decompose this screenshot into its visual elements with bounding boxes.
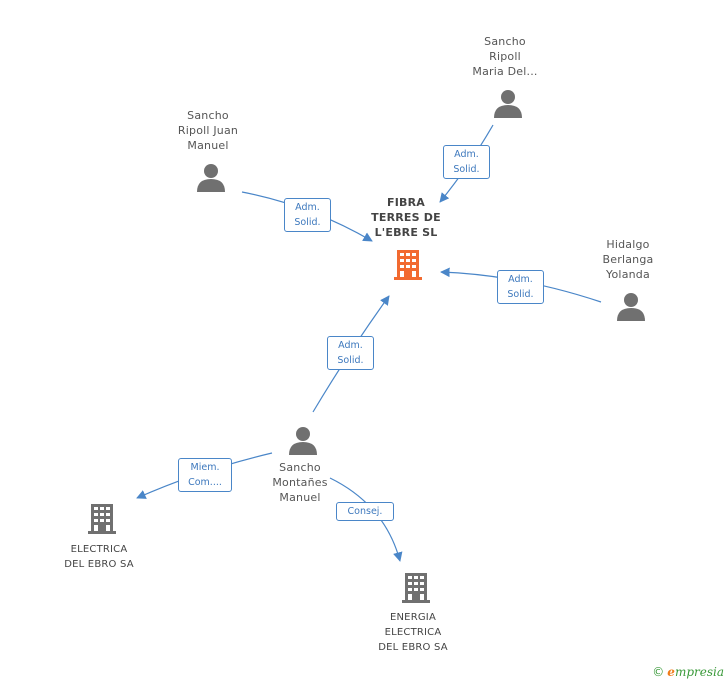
relation-tag-energia[interactable]: Consej. xyxy=(336,502,394,521)
person-icon[interactable] xyxy=(196,162,226,192)
person-icon[interactable] xyxy=(616,291,646,321)
person-name-line: Ripoll xyxy=(489,50,521,63)
brand-initial: e xyxy=(667,665,675,679)
person-label-juan[interactable]: Sancho Ripoll Juan Manuel xyxy=(158,108,258,153)
person-name-line: Ripoll Juan xyxy=(177,124,239,137)
relation-text: Miem. xyxy=(190,462,220,473)
company-label-energia[interactable]: ENERGIA ELECTRICA DEL EBRO SA xyxy=(363,610,463,655)
relation-text: Com.... xyxy=(188,477,222,488)
relation-tag-montanes[interactable]: Adm. Solid. xyxy=(327,336,374,370)
person-name-line: Sancho xyxy=(484,35,526,48)
relation-text: Solid. xyxy=(294,217,321,228)
focus-company-name[interactable]: FIBRA TERRES DE L'EBRE SL xyxy=(358,195,454,240)
brand-footer[interactable]: ©empresia xyxy=(652,665,724,679)
person-label-maria[interactable]: Sancho Ripoll Maria Del... xyxy=(455,34,555,79)
company-name-line: ENERGIA xyxy=(389,612,436,623)
relation-text: Adm. xyxy=(295,202,320,213)
person-name-line: Maria Del... xyxy=(472,65,538,78)
relation-tag-maria[interactable]: Adm. Solid. xyxy=(443,145,490,179)
relation-text: Solid. xyxy=(507,289,534,300)
relation-text: Solid. xyxy=(453,164,480,175)
building-icon[interactable] xyxy=(392,249,424,281)
company-name-line: ELECTRICA xyxy=(70,544,128,555)
person-name-line: Hidalgo xyxy=(606,238,650,251)
building-icon[interactable] xyxy=(400,572,432,604)
person-name-line: Berlanga xyxy=(602,253,654,266)
relation-text: Consej. xyxy=(347,506,383,517)
company-name-line: ELECTRICA xyxy=(384,627,442,638)
company-label-electrica[interactable]: ELECTRICA DEL EBRO SA xyxy=(49,542,149,572)
person-name-line: Manuel xyxy=(279,491,321,504)
person-name-line: Manuel xyxy=(187,139,229,152)
person-icon[interactable] xyxy=(288,425,318,455)
relation-text: Adm. xyxy=(508,274,533,285)
person-name-line: Yolanda xyxy=(606,268,650,281)
person-label-montanes[interactable]: Sancho Montañes Manuel xyxy=(250,460,350,505)
company-name-line: DEL EBRO SA xyxy=(64,559,134,570)
relation-tag-hidalgo[interactable]: Adm. Solid. xyxy=(497,270,544,304)
focus-name-line: L'EBRE SL xyxy=(374,226,438,239)
focus-name-line: FIBRA xyxy=(387,196,425,209)
company-name-line: DEL EBRO SA xyxy=(378,642,448,653)
brand-name: mpresia xyxy=(674,665,724,679)
building-icon[interactable] xyxy=(86,503,118,535)
relation-tag-electrica[interactable]: Miem. Com.... xyxy=(178,458,232,492)
relation-text: Adm. xyxy=(454,149,479,160)
person-name-line: Montañes xyxy=(272,476,328,489)
copyright-icon: © xyxy=(652,665,665,679)
relation-text: Solid. xyxy=(337,355,364,366)
focus-name-line: TERRES DE xyxy=(371,211,441,224)
person-name-line: Sancho xyxy=(279,461,321,474)
person-icon[interactable] xyxy=(493,88,523,118)
person-label-hidalgo[interactable]: Hidalgo Berlanga Yolanda xyxy=(578,237,678,282)
relation-tag-juan[interactable]: Adm. Solid. xyxy=(284,198,331,232)
person-name-line: Sancho xyxy=(187,109,229,122)
relation-text: Adm. xyxy=(338,340,363,351)
